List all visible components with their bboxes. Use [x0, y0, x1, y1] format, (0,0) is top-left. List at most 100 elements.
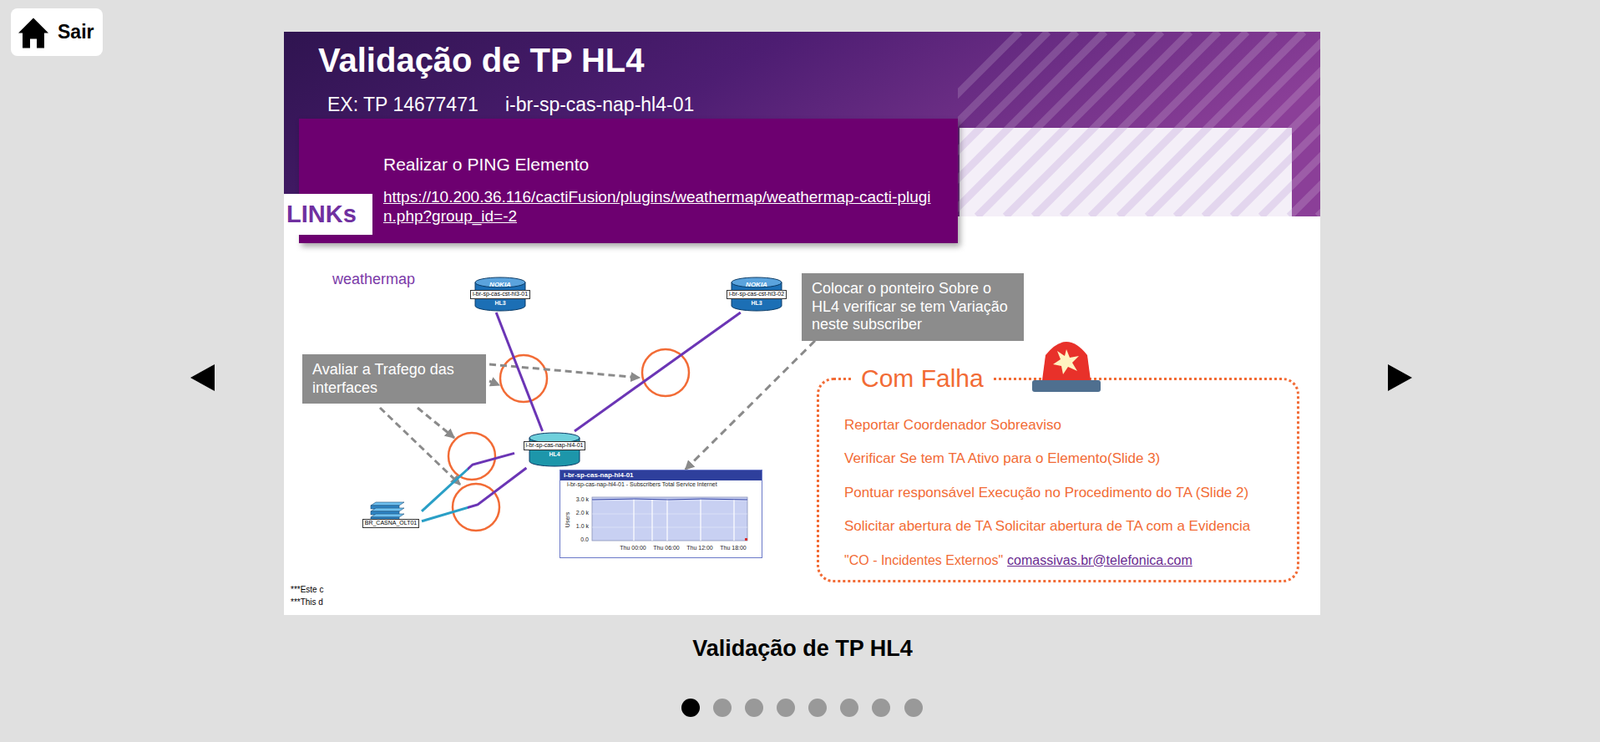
router-node: NOKIAi-br-sp-cas-cst-hl3-02HL3	[716, 275, 797, 313]
axis-tick: Thu 18:00	[719, 544, 747, 552]
falha-text: comassivas.br@telefonica.com	[1007, 551, 1193, 568]
gap-line	[632, 498, 634, 541]
dev-text: HL3	[750, 299, 762, 307]
leader-arrow	[489, 380, 500, 385]
pointer-arrow	[685, 340, 816, 470]
highlight-circle	[500, 354, 547, 402]
axis-tick: 3.0 k	[576, 496, 589, 503]
pager-dot-active	[681, 698, 700, 717]
axis-tick: Thu 00:00	[619, 544, 647, 552]
network-link	[496, 312, 542, 431]
link-panel: Realizar o PING Elemento https://10.200.3…	[298, 118, 958, 244]
traffic-chart: i-br-sp-cas-nap-hl4-01i-br-sp-cas-nap-hl…	[559, 469, 763, 558]
now-marker	[744, 537, 748, 541]
gap-line	[651, 498, 653, 541]
siren-base	[1032, 379, 1101, 392]
footnote: ***This d	[290, 597, 324, 607]
dev-text: NOKIA	[489, 281, 512, 289]
highlight-circle	[642, 349, 689, 396]
router-node: i-br-sp-cas-nap-hl4-01HL4	[514, 430, 595, 468]
axis-tick: 1.0 k	[576, 522, 589, 530]
callout-text: Avaliar a Trafego das interfaces	[312, 360, 476, 397]
plot-area	[592, 496, 748, 541]
chart-text: i-br-sp-cas-nap-hl4-01	[560, 470, 762, 481]
olt-slab-top	[370, 507, 405, 512]
slide-title: Validação de TP HL4	[318, 41, 645, 79]
router-node: NOKIAi-br-sp-cas-cst-hl3-01HL3	[460, 275, 541, 313]
pager-dot	[713, 698, 732, 717]
pager-dot	[840, 698, 859, 717]
panel-stripes	[959, 127, 1292, 217]
falha-text: Pontuar responsável Execução no Procedim…	[844, 484, 1274, 502]
dev-text: i-br-sp-cas-nap-hl4-01	[523, 440, 587, 451]
falha-text: Verificar Se tem TA Ativo para o Element…	[844, 450, 1274, 467]
axis-tick: Thu 06:00	[653, 544, 680, 552]
series-line	[592, 498, 748, 500]
dev-text: i-br-sp-cas-cst-hl3-02	[726, 289, 787, 299]
section-label: weathermap	[332, 271, 416, 289]
failure-box: Com FalhaReportar Coordenador Sobreaviso…	[816, 377, 1300, 583]
callout-box: Colocar o ponteiro Sobre o HL4 verificar…	[801, 273, 1024, 341]
olt-text: BR_CASNA_OLT01	[362, 518, 421, 528]
pager-dot	[904, 698, 923, 717]
exit-button: Sair	[10, 8, 103, 56]
grid-line	[592, 513, 748, 515]
olt-slab-top	[370, 501, 405, 506]
siren-dome	[1042, 341, 1091, 380]
falha-text: Reportar Coordenador Sobreaviso	[844, 416, 1274, 434]
grid-line	[592, 526, 748, 528]
slide-ground	[283, 31, 1321, 615]
home-glyph	[18, 18, 49, 49]
callout-box: Avaliar a Trafego das interfaces	[302, 354, 487, 404]
gap-line	[699, 498, 701, 541]
network-link	[421, 452, 515, 512]
next-arrow	[1387, 364, 1413, 391]
dev-text: HL3	[494, 299, 506, 307]
callout-text: Colocar o ponteiro Sobre o HL4 verificar…	[811, 279, 1014, 335]
dev-text: i-br-sp-cas-cst-hl3-01	[470, 289, 531, 299]
dev-text: HL4	[548, 450, 560, 458]
chart-plot	[560, 491, 764, 554]
gap-line	[733, 498, 735, 541]
falha-text: "CO - Incidentes Externos"	[844, 551, 1003, 568]
olt-slab-top	[370, 513, 405, 517]
header-stripes	[957, 31, 1321, 217]
axis-title: Users	[564, 511, 572, 527]
pager-dot	[776, 698, 795, 717]
leader-arrow	[417, 407, 455, 438]
leader-arrow	[489, 364, 640, 378]
pager-dot	[808, 698, 827, 717]
falha-text: Com Falha	[850, 363, 994, 394]
example-text: EX: TP 14677471	[327, 94, 479, 116]
highlight-circle	[452, 483, 500, 531]
box-text: Realizar o PING Elemento	[383, 153, 933, 175]
dev-text: NOKIA	[745, 281, 768, 289]
axis-tick: 0.0	[580, 536, 589, 543]
olt-node: BR_CASNA_OLT01	[359, 501, 422, 530]
leader-arrow	[379, 407, 461, 485]
gap-line	[666, 498, 668, 541]
prev-arrow	[190, 364, 215, 391]
box-text: https://10.200.36.116/cactiFusion/plugin…	[383, 187, 933, 227]
tag-text: LINKs	[286, 200, 357, 228]
pager-dot	[744, 698, 764, 717]
pager-dots	[681, 698, 923, 717]
footnote: ***Este c	[290, 584, 324, 594]
siren-flash	[1053, 349, 1079, 375]
button-text: Sair	[57, 20, 94, 44]
element-name: i-br-sp-cas-nap-hl4-01	[505, 94, 694, 116]
axis-tick: 2.0 k	[576, 509, 589, 517]
chart-text: i-br-sp-cas-nap-hl4-01 - Subscribers Tot…	[560, 480, 762, 489]
slide-caption: Validação de TP HL4	[551, 636, 1054, 662]
network-link	[574, 312, 741, 431]
network-link	[421, 467, 527, 522]
links-tag: LINKs	[283, 193, 373, 235]
axis-tick: Thu 12:00	[686, 544, 714, 552]
